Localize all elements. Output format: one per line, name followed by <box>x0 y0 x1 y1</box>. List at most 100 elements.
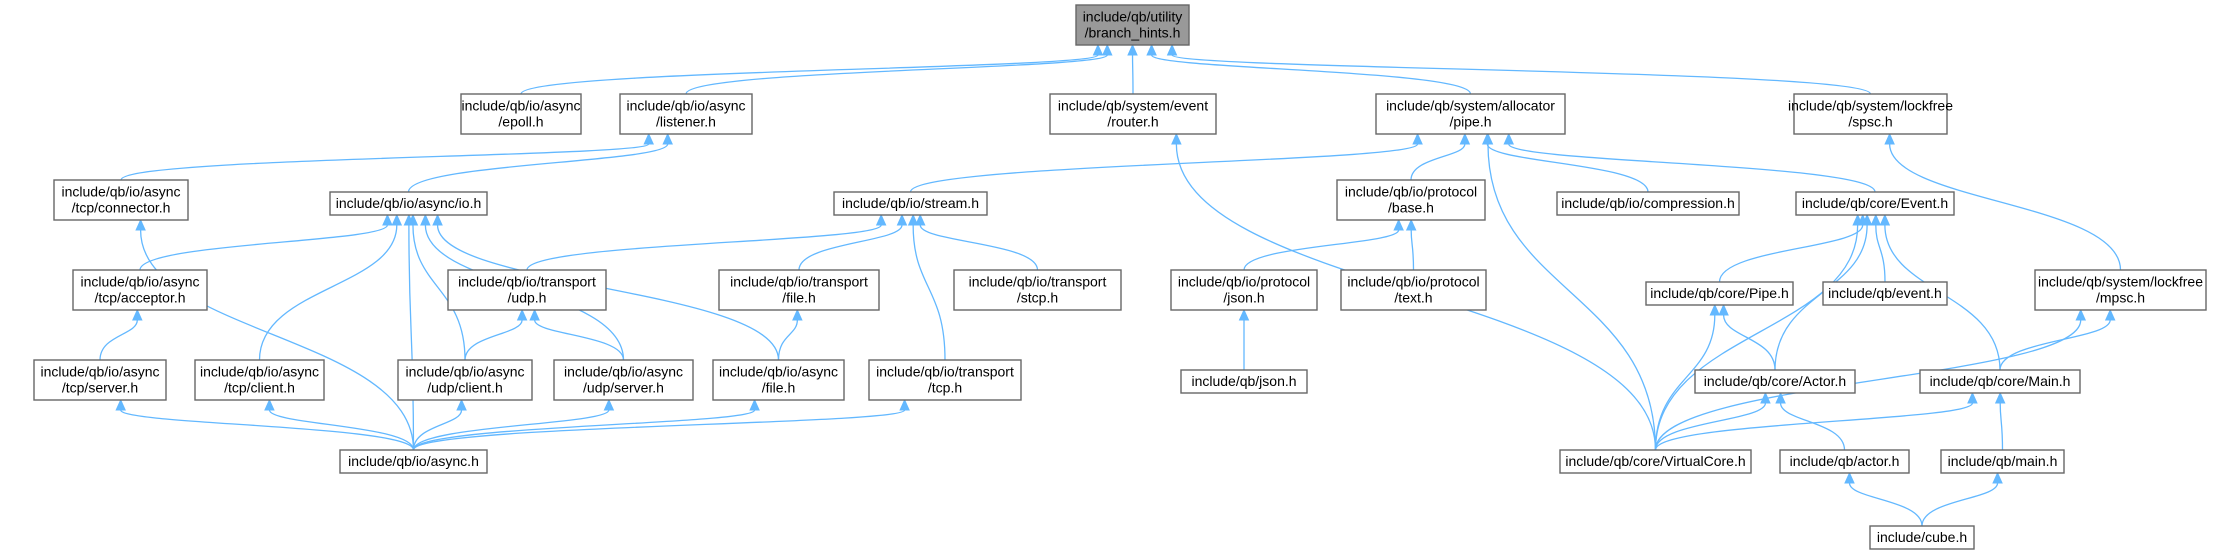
arrowhead <box>1482 132 1494 145</box>
arrowhead <box>1171 132 1182 145</box>
arrowhead <box>749 398 760 411</box>
node-include-qb-system-lockfree-spsc-h[interactable]: include/qb/system/lockfree/spsc.h <box>1788 93 1953 135</box>
node-include-qb-json-h[interactable]: include/qb/json.h <box>1180 369 1308 394</box>
node-include-qb-system-lockfree-mpsc-h[interactable]: include/qb/system/lockfree/mpsc.h <box>2034 269 2207 311</box>
arrowhead <box>1092 43 1104 56</box>
arrowhead <box>264 398 275 411</box>
node-label-line: include/qb/json.h <box>1191 373 1296 389</box>
node-label-line: include/qb/core/VirtualCore.h <box>1565 453 1745 469</box>
node-box <box>194 359 325 401</box>
node-label-line: /text.h <box>1394 290 1432 306</box>
edge-n14-to-n8 <box>798 213 908 271</box>
node-include-qb-io-async-epoll-h[interactable]: include/qb/io/async/epoll.h <box>460 93 582 135</box>
node-box <box>833 191 988 216</box>
arrowhead <box>403 213 415 226</box>
arrowhead <box>1870 213 1882 226</box>
node-include-qb-io-async-io-h[interactable]: include/qb/io/async/io.h <box>329 191 488 216</box>
node-include-qb-core-main-h[interactable]: include/qb/core/Main.h <box>1919 369 2081 394</box>
edge-n31-to-n29 <box>1654 391 1978 451</box>
node-include-qb-io-stream-h[interactable]: include/qb/io/stream.h <box>833 191 988 216</box>
node-box <box>53 179 189 221</box>
node-box <box>1170 269 1318 311</box>
node-include-qb-core-virtualcore-h[interactable]: include/qb/core/VirtualCore.h <box>1559 449 1752 474</box>
node-include-qb-io-async-udp-client-h[interactable]: include/qb/io/async/udp/client.h <box>397 359 533 401</box>
node-include-qb-io-async-udp-server-h[interactable]: include/qb/io/async/udp/server.h <box>553 359 694 401</box>
node-include-qb-io-async-file-h[interactable]: include/qb/io/async/file.h <box>712 359 845 401</box>
edge-n30-to-n21 <box>115 398 415 451</box>
node-include-qb-io-protocol-json-h[interactable]: include/qb/io/protocol/json.h <box>1170 269 1318 311</box>
node-include-qb-io-async-tcp-client-h[interactable]: include/qb/io/async/tcp/client.h <box>194 359 325 401</box>
node-include-qb-io-async-tcp-server-h[interactable]: include/qb/io/async/tcp/server.h <box>33 359 167 401</box>
edge-n19-to-n11 <box>1870 213 1886 283</box>
arrowhead <box>1884 132 1895 145</box>
node-box <box>718 269 880 311</box>
node-box <box>1559 449 1752 474</box>
node-box <box>397 359 533 401</box>
node-include-qb-core-event-h[interactable]: include/qb/core/Event.h <box>1795 191 1955 216</box>
edge-n30-to-n7 <box>403 213 415 451</box>
node-include-qb-io-transport-file-h[interactable]: include/qb/io/transport/file.h <box>718 269 880 311</box>
edge-n25-to-n14 <box>777 308 803 361</box>
arrowhead <box>432 213 443 226</box>
node-include-qb-io-async-tcp-connector-h[interactable]: include/qb/io/async/tcp/connector.h <box>53 179 189 221</box>
node-box <box>1795 191 1955 216</box>
arrowhead <box>896 213 908 226</box>
node-include-qb-io-transport-udp-h[interactable]: include/qb/io/transport/udp.h <box>447 269 607 311</box>
edge-n7-to-n2 <box>407 132 673 193</box>
node-include-qb-actor-h[interactable]: include/qb/actor.h <box>1779 449 1910 474</box>
node-include-qb-main-h[interactable]: include/qb/main.h <box>1940 449 2065 474</box>
node-box <box>1556 191 1740 216</box>
node-include-qb-io-transport-tcp-h[interactable]: include/qb/io/transport/tcp.h <box>868 359 1022 401</box>
node-include-qb-io-async-listener-h[interactable]: include/qb/io/async/listener.h <box>619 93 753 135</box>
edge-n1-to-n0 <box>520 43 1104 95</box>
node-include-qb-system-event-router-h[interactable]: include/qb/system/event/router.h <box>1049 93 1217 135</box>
edge-n30-to-n24 <box>412 398 615 451</box>
arrowhead <box>1718 303 1729 316</box>
node-include-qb-io-async-tcp-acceptor-h[interactable]: include/qb/io/async/tcp/acceptor.h <box>72 269 208 311</box>
node-box <box>1869 525 1975 550</box>
edge-n27-to-n16 <box>1238 308 1250 370</box>
node-box <box>72 269 208 311</box>
edge-n31-to-n18 <box>1654 303 1721 451</box>
node-include-qb-io-compression-h[interactable]: include/qb/io/compression.h <box>1556 191 1740 216</box>
node-include-qb-io-protocol-text-h[interactable]: include/qb/io/protocol/text.h <box>1340 269 1487 311</box>
node-include-qb-io-protocol-base-h[interactable]: include/qb/io/protocol/base.h <box>1336 179 1486 221</box>
node-label-line: include/qb/system/allocator <box>1386 98 1555 114</box>
node-box <box>1049 93 1217 135</box>
arrowhead <box>914 213 926 226</box>
arrowhead <box>420 213 431 226</box>
node-label-line: /mpsc.h <box>2096 290 2145 306</box>
edge-n20-to-n5 <box>1884 132 2122 271</box>
node-box <box>619 93 753 135</box>
node-label-line: include/qb/actor.h <box>1790 453 1900 469</box>
edge-n17-to-n9 <box>1405 218 1417 271</box>
node-label-line: /router.h <box>1107 114 1158 130</box>
edge-n30-to-n23 <box>412 398 467 451</box>
edge-n2-to-n0 <box>685 43 1113 95</box>
edge-n31-to-n20 <box>1654 308 2087 451</box>
node-label-line: include/qb/main.h <box>1948 453 2058 469</box>
node-include-qb-io-transport-stcp-h[interactable]: include/qb/io/transport/stcp.h <box>953 269 1122 311</box>
node-label-line: include/qb/io/async.h <box>348 453 479 469</box>
edge-n30-to-n22 <box>264 398 415 451</box>
arrowhead <box>1405 218 1417 231</box>
arrowhead <box>643 132 654 145</box>
node-label-line: /json.h <box>1223 290 1264 306</box>
node-label-line: /spsc.h <box>1848 114 1892 130</box>
node-box <box>1075 4 1190 46</box>
node-include-qb-event-h[interactable]: include/qb/event.h <box>1822 281 1948 306</box>
edge-n25-to-n7 <box>432 213 780 361</box>
edge-n4-to-n0 <box>1146 43 1472 95</box>
node-label-line: include/qb/core/Main.h <box>1930 373 2071 389</box>
arrowhead <box>1760 391 1771 404</box>
node-include-qb-core-actor-h[interactable]: include/qb/core/Actor.h <box>1694 369 1856 394</box>
edge-n26-to-n8 <box>907 213 946 361</box>
node-include-qb-io-async-h[interactable]: include/qb/io/async.h <box>339 449 488 474</box>
node-include-cube-h[interactable]: include/cube.h <box>1869 525 1975 550</box>
node-box <box>339 449 488 474</box>
node-box <box>953 269 1122 311</box>
node-include-qb-system-allocator-pipe-h[interactable]: include/qb/system/allocator/pipe.h <box>1375 93 1566 135</box>
node-include-qb-core-pipe-h[interactable]: include/qb/core/Pipe.h <box>1645 281 1794 306</box>
edge-n9-to-n4 <box>1410 132 1471 181</box>
